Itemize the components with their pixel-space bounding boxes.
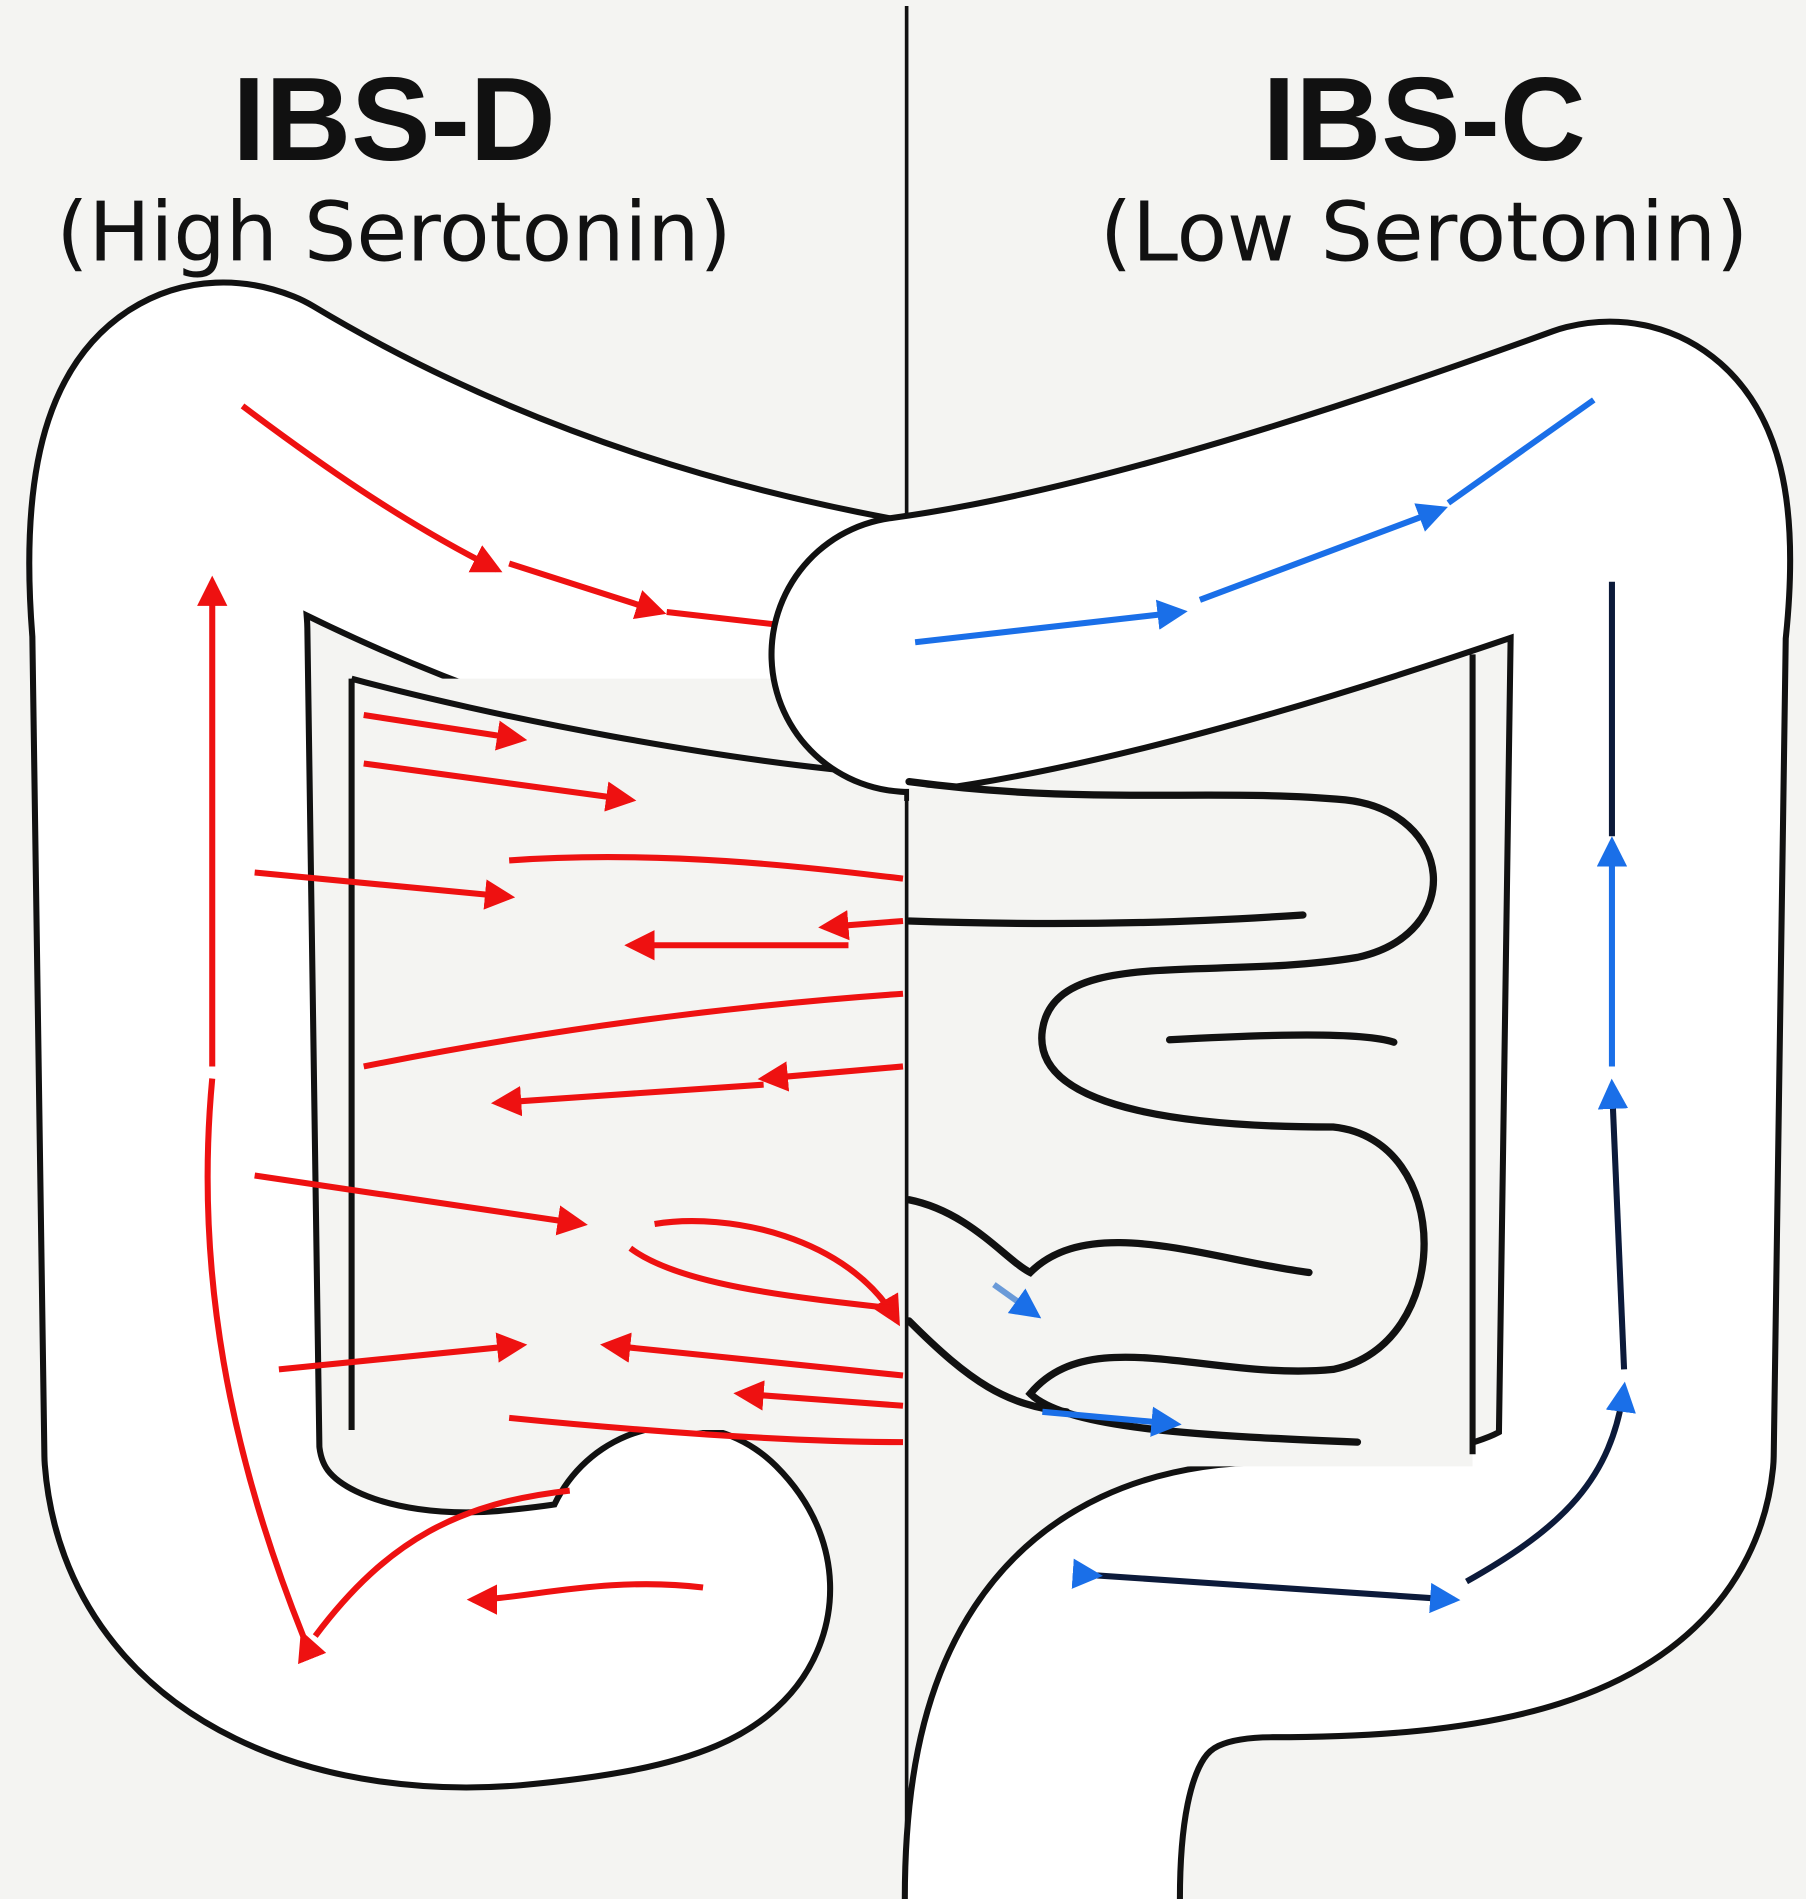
red-arrow [733, 1380, 904, 1411]
red-arrow [490, 1081, 764, 1117]
red-arrow [466, 1581, 704, 1615]
dark-arrow [1597, 1078, 1629, 1370]
red-arrow [757, 1061, 904, 1092]
blue-arrow [1198, 503, 1448, 603]
red-arrow [654, 1218, 900, 1327]
small-intestine [905, 778, 1438, 1446]
red-arrow [254, 869, 516, 910]
red-arrow [363, 760, 637, 812]
red-arrow [600, 1332, 904, 1379]
red-arrow [312, 1487, 571, 1638]
left-subtitle: (High Serotonin) [56, 186, 731, 281]
right-colon [768, 319, 1794, 1899]
faint-arrow [992, 1282, 1042, 1319]
blue-arrow [1042, 1406, 1182, 1437]
red-arrow [508, 854, 904, 882]
red-arrow [240, 403, 503, 573]
dark-arrow [1465, 1381, 1636, 1585]
red-arrow [508, 560, 667, 620]
blue-arrow [914, 599, 1188, 646]
right-subtitle: (Low Serotonin) [1100, 186, 1748, 281]
red-arrow [363, 990, 904, 1070]
red-arrow [278, 1332, 528, 1373]
right-title: IBS-C [1262, 53, 1585, 186]
red-arrow [204, 1078, 327, 1665]
blue-arrow [1446, 397, 1596, 506]
dark-arrow [1071, 1558, 1461, 1614]
red-arrow [363, 712, 528, 751]
left-colon [26, 280, 1044, 1791]
red-arrow [508, 1414, 904, 1446]
red-arrow [628, 1245, 898, 1312]
red-arrow [818, 910, 904, 941]
red-arrow [254, 1172, 588, 1236]
left-title: IBS-D [232, 53, 555, 186]
right-motility-arrows [914, 397, 1636, 1614]
